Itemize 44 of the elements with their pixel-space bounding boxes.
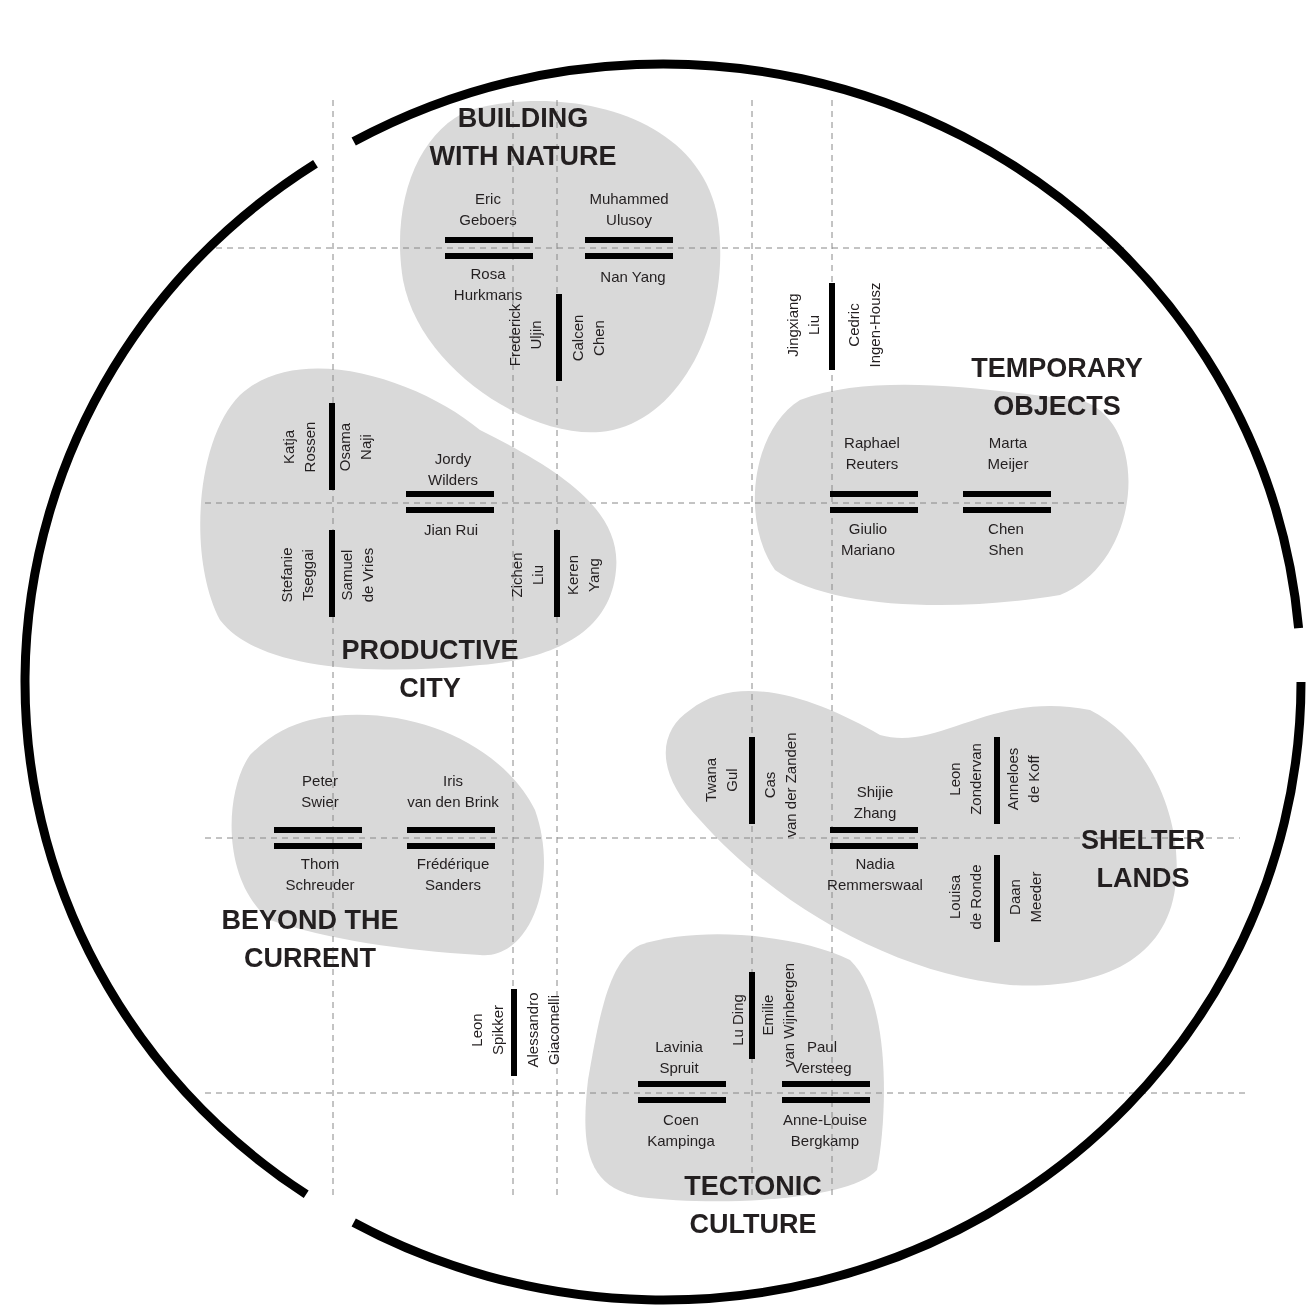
person-name: Leon Spikker <box>467 1005 507 1055</box>
group-heading: TEMPORARY OBJECTS <box>971 352 1143 423</box>
group-heading: BEYOND THE CURRENT <box>221 904 399 975</box>
person-name: Eric Geboers <box>459 189 517 230</box>
person-name: Thom Schreuder <box>285 854 355 895</box>
person-name: Anneloes de Koff <box>1003 747 1043 811</box>
person-name: Lavinia Spruit <box>655 1037 703 1078</box>
person-name: Frédérique Sanders <box>416 854 490 895</box>
person-name: Muhammed Ulusoy <box>589 189 669 230</box>
group-heading: PRODUCTIVE CITY <box>341 634 519 705</box>
person-name: Shijie Zhang <box>853 782 897 823</box>
person-name: Stefanie Tseggai <box>277 547 317 603</box>
person-name: Jingxiang Liu <box>783 293 823 357</box>
person-name: Alessandro Giacomelli <box>523 992 563 1068</box>
person-name: Cas van der Zanden <box>760 732 800 838</box>
person-name: Nan Yang <box>600 266 666 287</box>
person-name: Calcen Chen <box>568 314 608 362</box>
person-name: Nadia Remmerswaal <box>827 854 923 895</box>
person-name: Giulio Mariano <box>840 519 896 560</box>
group-heading: BUILDING WITH NATURE <box>429 102 617 173</box>
person-name: Marta Meijer <box>987 433 1029 474</box>
person-name: Louisa de Ronde <box>945 864 985 930</box>
person-name: Coen Kampinga <box>647 1110 715 1151</box>
group-heading: SHELTER LANDS <box>1081 824 1205 895</box>
person-name: Jian Rui <box>423 519 479 540</box>
person-name: Frederick Uljin <box>505 303 545 367</box>
person-name: Daan Meeder <box>1005 871 1045 923</box>
person-name: Twana Gul <box>701 757 741 803</box>
person-name: Iris van den Brink <box>407 771 499 812</box>
person-name: Rosa Hurkmans <box>453 264 523 304</box>
person-name: Lu Ding <box>727 994 747 1046</box>
person-name: Anne-Louise Bergkamp <box>782 1110 868 1151</box>
person-name: Leon Zondervan <box>945 743 985 815</box>
person-name: Peter Swier <box>301 771 339 812</box>
person-name: Raphael Reuters <box>844 433 900 474</box>
person-name: Jordy Wilders <box>428 449 478 490</box>
person-name: Osama Naji <box>335 422 375 472</box>
person-name: Samuel de Vries <box>337 547 377 603</box>
person-name: Keren Yang <box>563 555 603 595</box>
group-heading: TECTONIC CULTURE <box>684 1170 822 1241</box>
person-name: Chen Shen <box>988 519 1024 560</box>
person-name: Zichen Liu <box>507 552 547 598</box>
person-name: Katja Rossen <box>279 421 319 473</box>
person-name: Cedric Ingen-Housz <box>844 282 884 368</box>
